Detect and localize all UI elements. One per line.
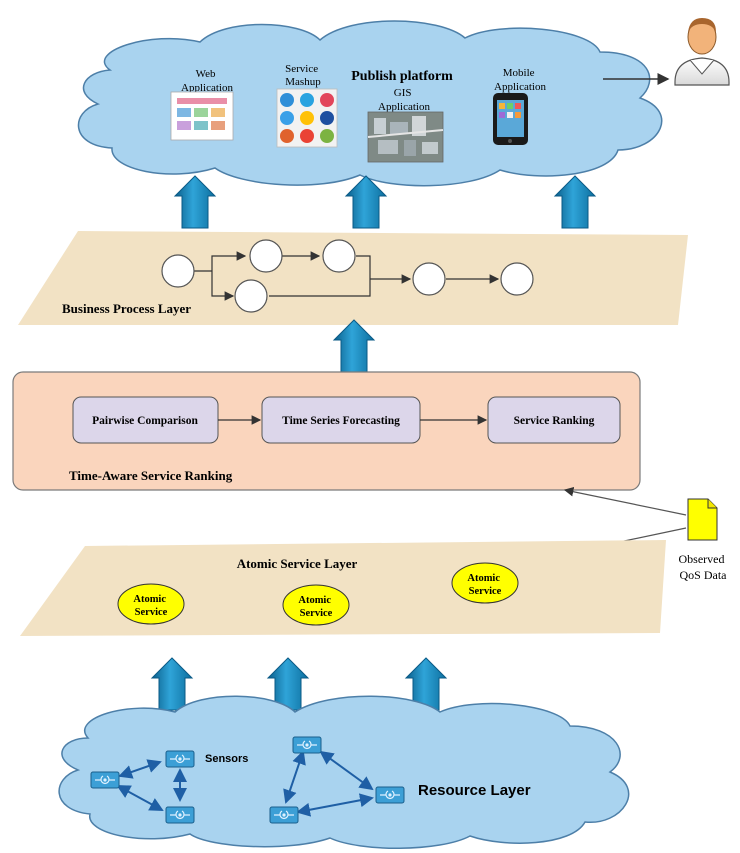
web-app-label: Web Application (181, 68, 233, 94)
sensor-node-3 (165, 806, 195, 824)
svg-text:Atomic Service: Atomic Service (298, 595, 333, 619)
up-arrow-biz-mid (345, 175, 387, 229)
process-node-2 (249, 239, 283, 273)
service-ranking-box (487, 396, 621, 444)
process-node-4 (322, 239, 356, 273)
atomic-service-1: Atomic Service (117, 583, 185, 625)
business-process-plane (18, 231, 688, 325)
process-nodes (161, 239, 534, 313)
mashup-label: Service Mashup (285, 63, 321, 88)
qos-to-ranking-arrow (563, 486, 687, 516)
gis-app-label: GIS Application (378, 87, 430, 113)
qos-document-icon (687, 498, 718, 541)
ranking-title: Time-Aware Service Ranking (69, 468, 233, 483)
atomic-service-2: Atomic Service (282, 584, 350, 626)
process-node-5 (412, 262, 446, 296)
atomic-service-plane (20, 540, 666, 636)
up-arrow-res-left (151, 657, 193, 711)
process-flow (194, 251, 500, 301)
process-node-3 (234, 279, 268, 313)
resource-layer-title: Resource Layer (418, 782, 531, 799)
mobile-app-label: Mobile Application (494, 67, 546, 93)
svg-text:Atomic Service: Atomic Service (133, 594, 168, 618)
time-series-forecasting-label: Time Series Forecasting (282, 415, 400, 427)
mobile-phone-icon (493, 93, 528, 145)
pairwise-comparison-label: Pairwise Comparison (92, 415, 198, 427)
atomic-service-3: Atomic Service (451, 562, 519, 604)
sensor-links (116, 750, 374, 817)
up-arrow-biz-left (174, 175, 216, 229)
up-arrow-biz-right (554, 175, 596, 229)
sensor-node-1 (90, 771, 120, 789)
sensor-node-2 (165, 750, 195, 768)
business-process-title: Business Process Layer (62, 301, 191, 316)
qos-data-label: Observed QoS Data (679, 552, 728, 582)
mashup-icons (276, 88, 338, 148)
sensor-node-6 (269, 806, 299, 824)
sensor-node-5 (375, 786, 405, 804)
svg-text:Atomic Service: Atomic Service (467, 573, 502, 597)
service-ranking-label: Service Ranking (514, 415, 595, 427)
sensor-node-4 (292, 736, 322, 754)
web-app-thumbnail (170, 91, 234, 141)
up-arrow-ranking (333, 319, 375, 373)
sensors-label: Sensors (205, 753, 248, 765)
resource-cloud (58, 695, 630, 849)
atomic-layer-title: Atomic Service Layer (237, 556, 358, 571)
gis-map-image (367, 111, 444, 163)
process-node-6 (500, 262, 534, 296)
process-node-1 (161, 254, 195, 288)
publish-platform-title: Publish platform (351, 69, 453, 84)
user-icon (674, 18, 730, 86)
